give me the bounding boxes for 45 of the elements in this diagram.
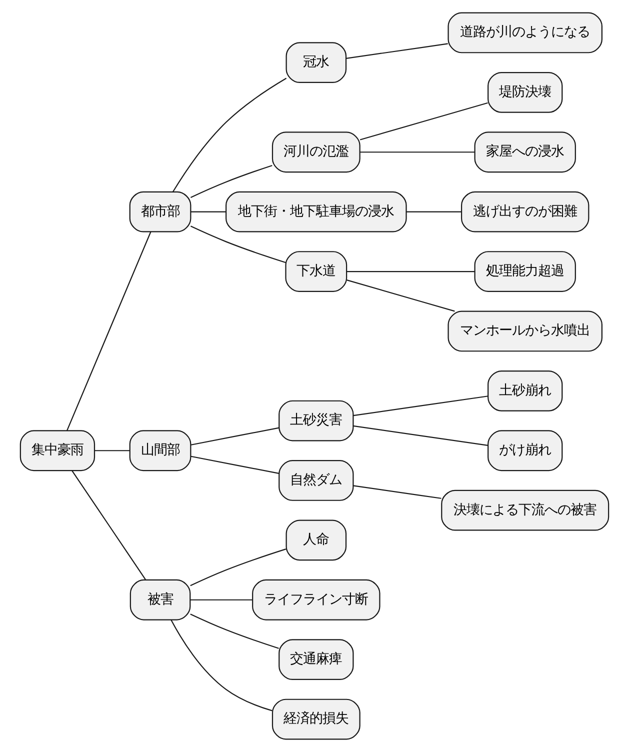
- node-box: 下水道: [284, 251, 347, 292]
- connector: [352, 396, 488, 416]
- connector: [346, 270, 474, 272]
- node-box: 山間部: [128, 430, 191, 472]
- node-box: 決壊による下流への被害: [440, 490, 609, 531]
- node-box: がけ崩れ: [487, 430, 562, 472]
- node-box: 堤防決壊: [487, 72, 562, 113]
- connector: [190, 548, 286, 586]
- connector: [170, 620, 272, 712]
- node-box: 河川の氾濫: [271, 132, 360, 173]
- connector: [190, 599, 252, 600]
- connector: [190, 456, 279, 474]
- connector: [190, 226, 286, 264]
- node-box: ライフライン寸断: [252, 579, 380, 620]
- node-box: 道路が川のようになる: [447, 12, 602, 54]
- node-box: 人命: [285, 520, 346, 561]
- connector: [172, 78, 286, 192]
- connector: [94, 450, 130, 452]
- node-box: 処理能力超過: [474, 251, 576, 292]
- connector: [352, 485, 441, 499]
- node-box: 交通麻痺: [278, 639, 354, 680]
- connector: [345, 43, 448, 59]
- node-box: 逃げ出すのが困難: [460, 191, 589, 232]
- node-box: 家屋への浸水: [474, 132, 576, 173]
- node-box: 都市部: [128, 191, 191, 232]
- node-box: 冠水: [285, 42, 346, 84]
- node-box: 集中豪雨: [19, 430, 95, 472]
- connector: [66, 232, 151, 431]
- connector: [360, 152, 474, 153]
- node-box: 自然ダム: [278, 460, 354, 501]
- connector: [352, 425, 488, 446]
- node-box: 土砂災害: [278, 400, 354, 442]
- connector: [406, 211, 461, 212]
- connector: [71, 470, 146, 580]
- node-box: 被害: [129, 579, 190, 620]
- connector: [190, 211, 226, 212]
- connector: [190, 427, 279, 446]
- connector: [190, 164, 272, 198]
- node-box: 地下街・地下駐車場の浸水: [225, 191, 406, 232]
- connector: [346, 280, 454, 312]
- node-box: 経済的損失: [271, 698, 360, 740]
- connector: [359, 102, 488, 140]
- connector: [190, 614, 278, 649]
- node-box: 土砂崩れ: [487, 370, 562, 412]
- node-box: マンホールから水噴出: [447, 310, 602, 352]
